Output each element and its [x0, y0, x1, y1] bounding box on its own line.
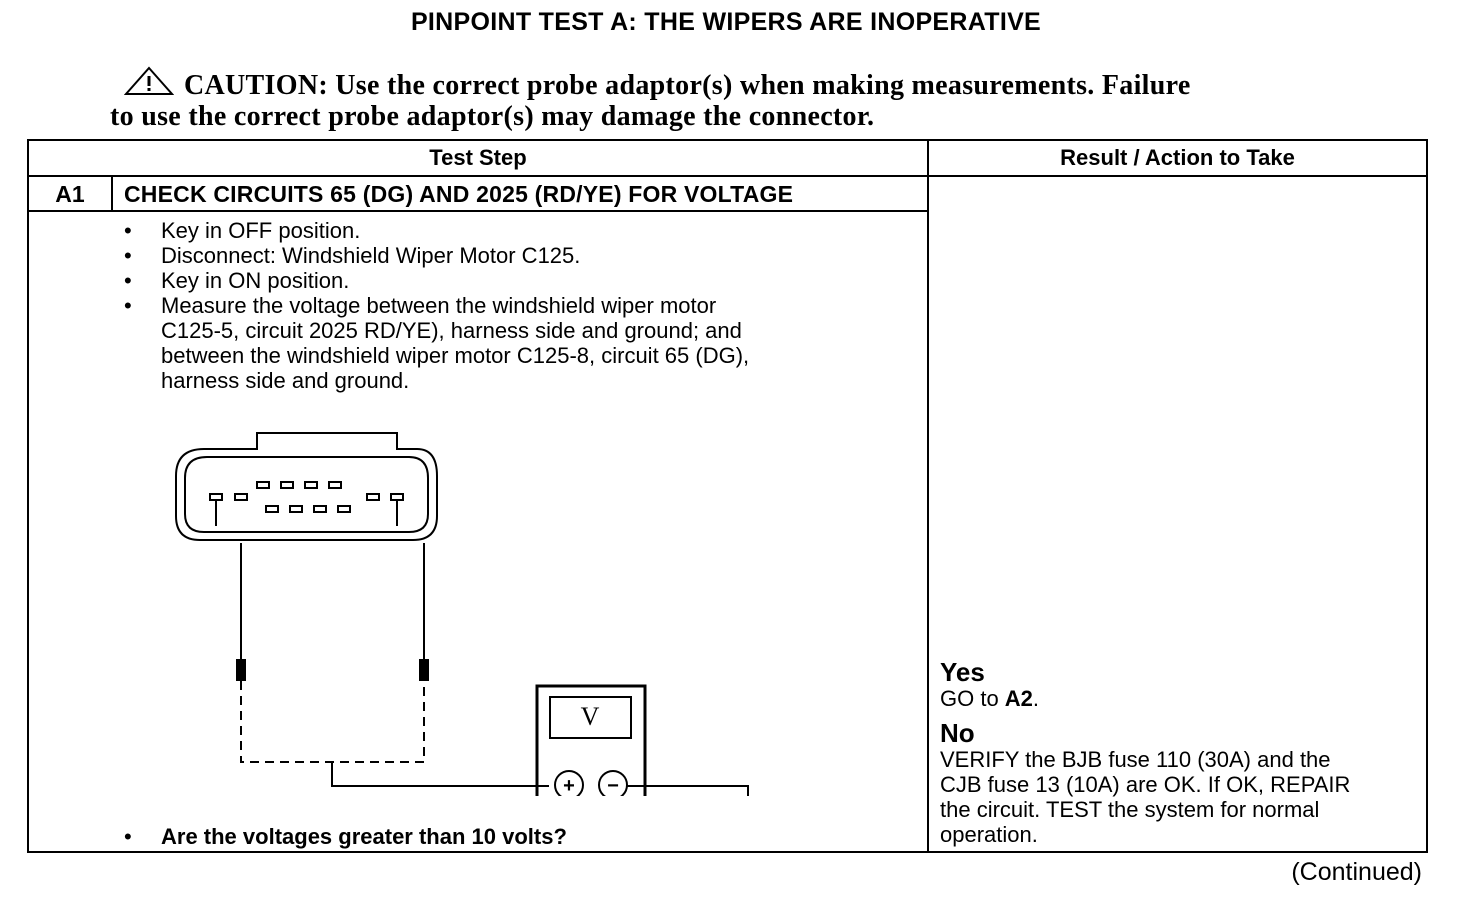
result-heading: No [940, 718, 975, 748]
action-text: the circuit. TEST the system for normal [940, 797, 1320, 822]
test-table: Test Step Result / Action to Take A1 CHE… [27, 139, 1428, 853]
step-title: CHECK CIRCUITS 65 (DG) AND 2025 (RD/YE) … [124, 181, 794, 207]
step-title-divider [29, 210, 927, 212]
action-text: . [1032, 686, 1040, 711]
action-text: operation. [940, 822, 1038, 847]
action-target: A2 [1004, 686, 1033, 711]
continued-label: (Continued) [1291, 858, 1422, 886]
step-id-divider [111, 175, 113, 210]
instruction-text: harness side and ground. [161, 368, 410, 393]
instruction-item: •Key in ON position. [124, 268, 350, 293]
instruction-text: Measure the voltage between the windshie… [161, 293, 717, 318]
instruction-text: between the windshield wiper motor C125-… [161, 343, 750, 368]
connector-inner [184, 456, 429, 533]
probe-tip-left [236, 659, 246, 681]
instruction-item: •Disconnect: Windshield Wiper Motor C125… [124, 243, 581, 268]
result-no: No VERIFY the BJB fuse 110 (30A) and the… [940, 719, 1424, 847]
connector-voltmeter-diagram: V + − A0045928 [175, 432, 749, 796]
question: •Are the voltages greater than 10 volts? [121, 824, 567, 850]
minus-terminal: − [607, 775, 619, 796]
connector-body [175, 432, 438, 541]
action-text: GO to [940, 686, 1005, 711]
step-id: A1 [55, 181, 85, 207]
voltmeter-body [535, 684, 647, 796]
header-divider [29, 175, 1426, 177]
plus-terminal: + [563, 775, 575, 796]
question-text: Are the voltages greater than 10 volts? [161, 824, 567, 849]
instruction-list: •Key in OFF position. •Disconnect: Winds… [121, 218, 921, 393]
instruction-text: Key in ON position. [161, 268, 350, 293]
instruction-text: C125-5, circuit 2025 RD/YE), harness sid… [161, 318, 742, 343]
result-heading: Yes [940, 657, 985, 687]
page-title: PINPOINT TEST A: THE WIPERS ARE INOPERAT… [410, 8, 1042, 36]
action-text: VERIFY the BJB fuse 110 (30A) and the [940, 747, 1331, 772]
result-action: GO to A2. [940, 686, 1424, 711]
caution-line-2: to use the correct probe adaptor(s) may … [110, 101, 875, 132]
probe-tip-right [419, 659, 429, 681]
instruction-text: Disconnect: Windshield Wiper Motor C125. [161, 243, 581, 268]
header-result: Result / Action to Take [1060, 145, 1295, 170]
action-text: CJB fuse 13 (10A) are OK. If OK, REPAIR [940, 772, 1351, 797]
column-divider [927, 141, 929, 853]
instruction-item: •Key in OFF position. [124, 218, 361, 243]
warning-triangle-icon [123, 66, 175, 95]
result-yes: Yes GO to A2. [940, 658, 1424, 711]
meter-label: V [581, 702, 600, 731]
instruction-text: Key in OFF position. [161, 218, 361, 243]
caution-line-1: CAUTION: Use the correct probe adaptor(s… [184, 70, 1191, 101]
header-test-step: Test Step [429, 145, 527, 170]
instruction-item: • Measure the voltage between the windsh… [121, 293, 921, 393]
caution-note: CAUTION: Use the correct probe adaptor(s… [110, 66, 1360, 132]
